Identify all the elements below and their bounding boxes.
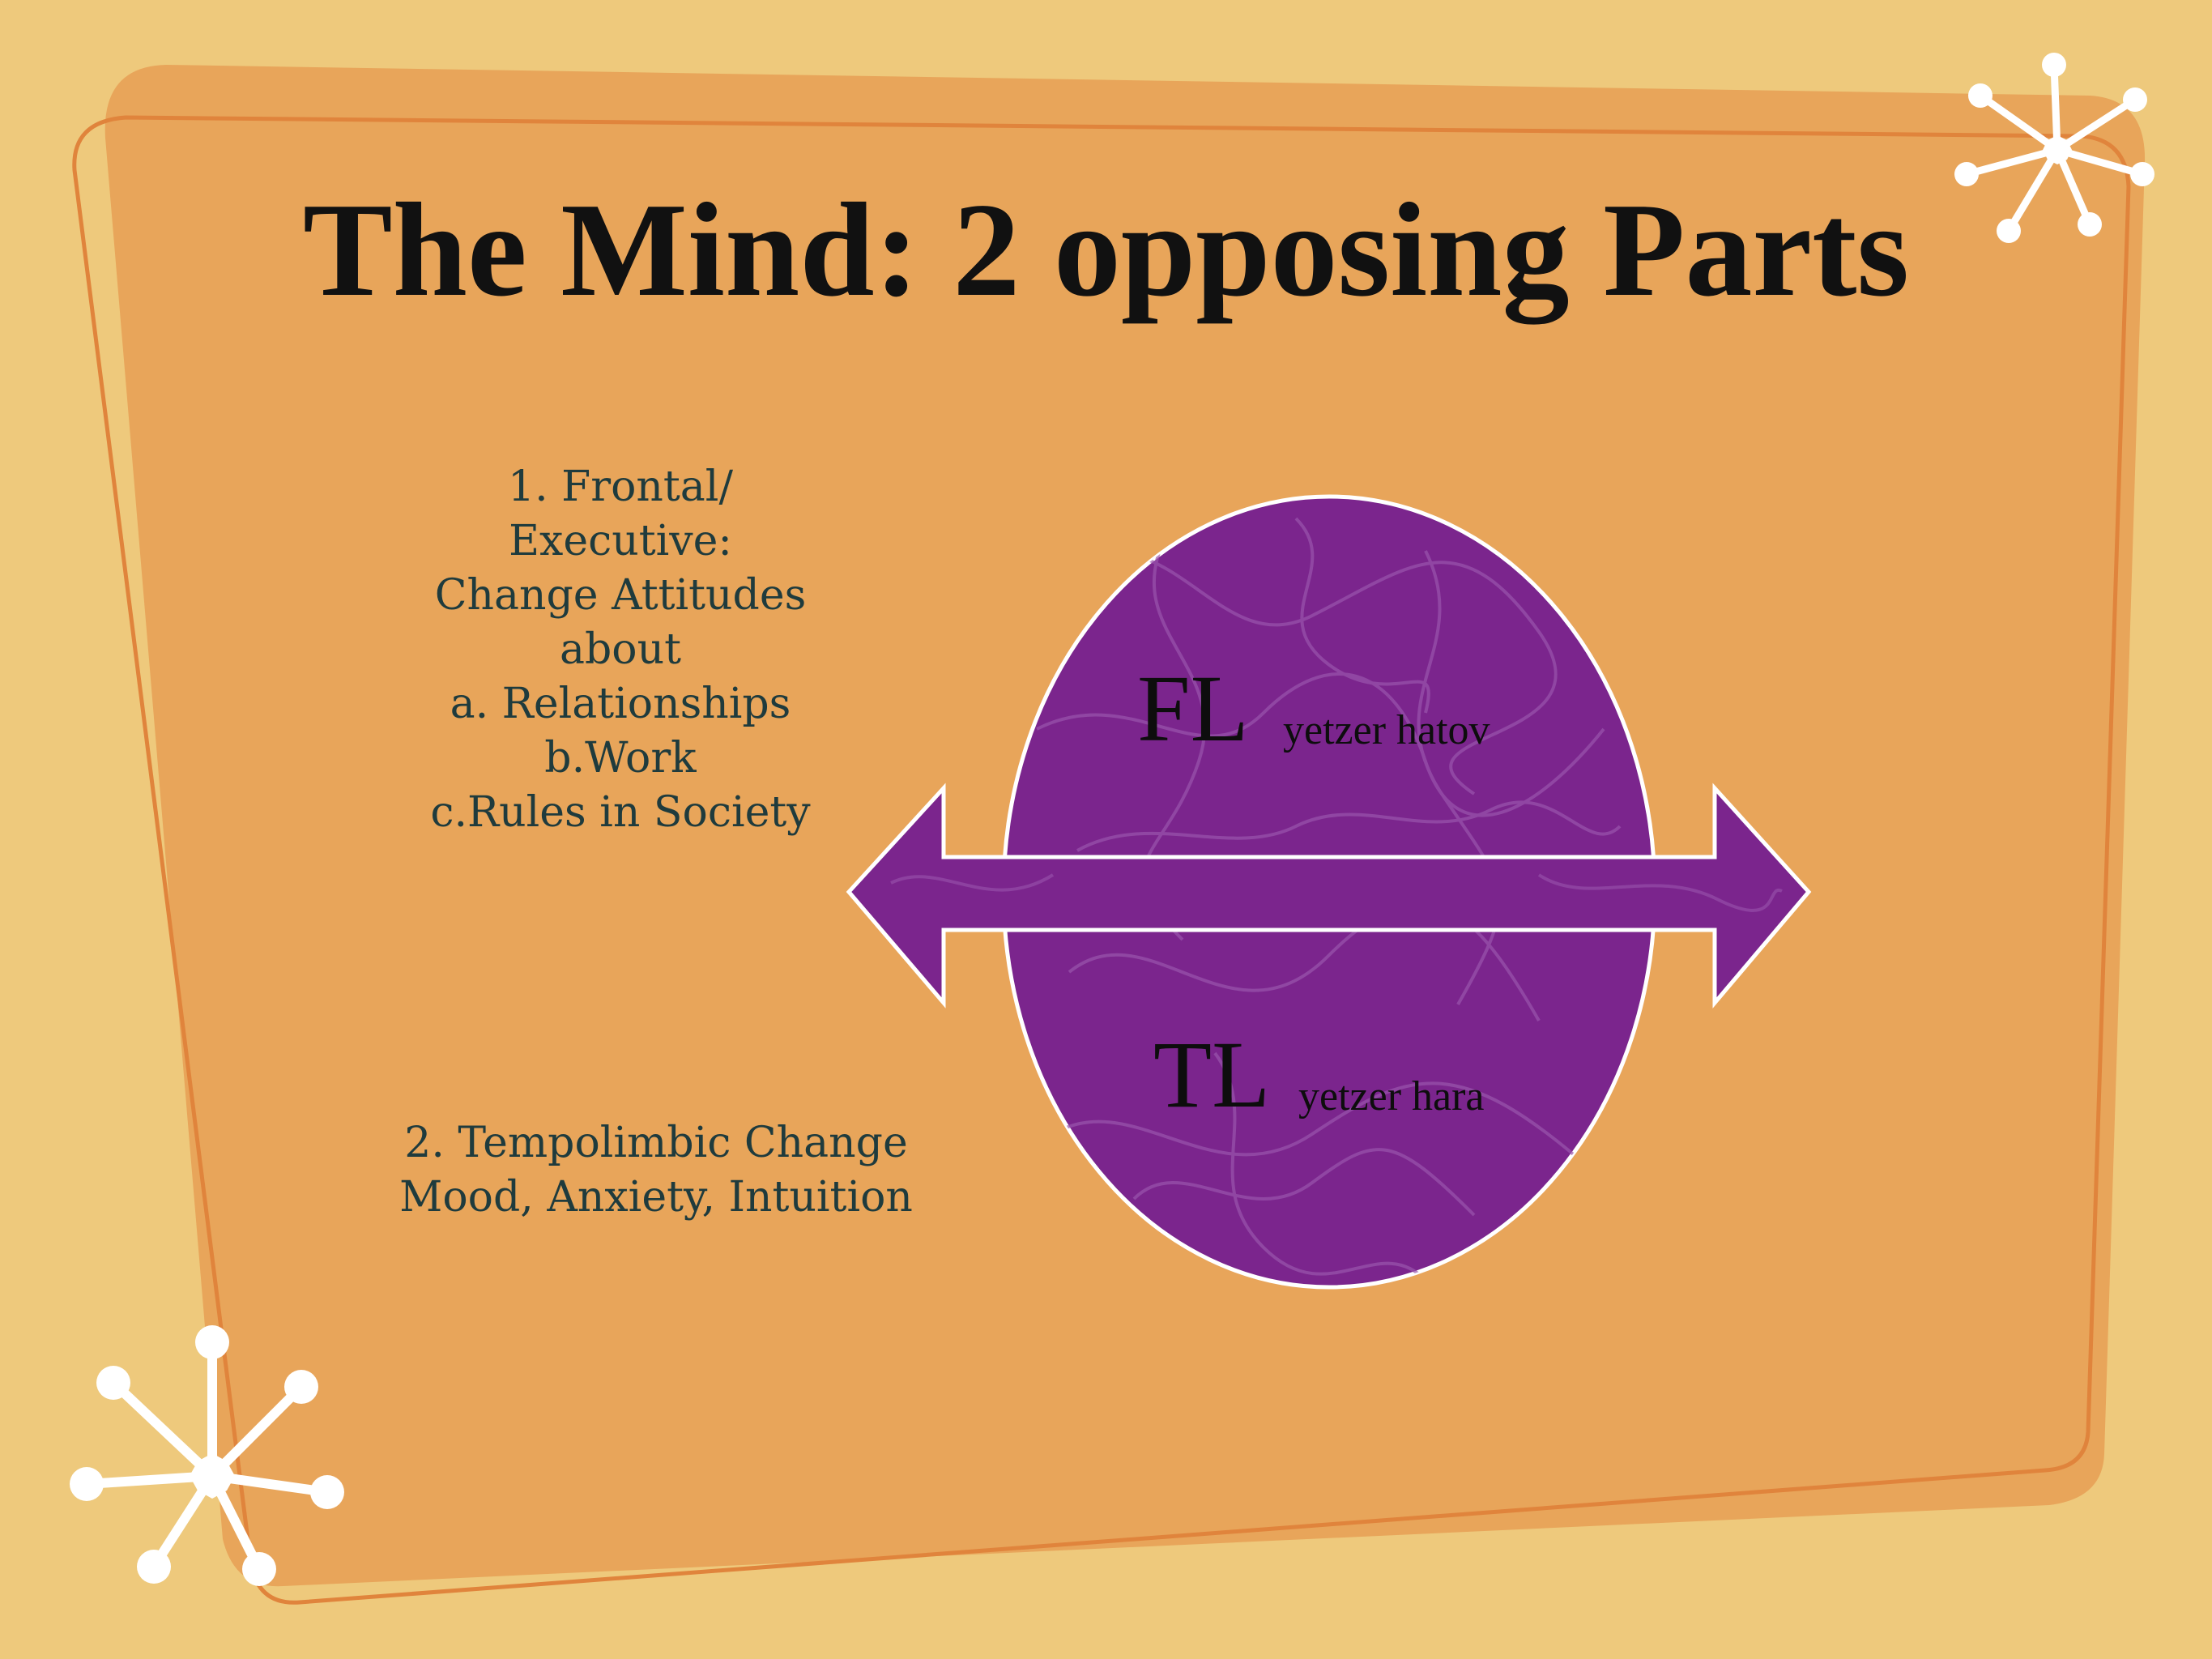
frontal-line: b.Work <box>544 734 697 783</box>
frontal-line: 1. Frontal/ <box>508 463 733 511</box>
frontal-line: c.Rules in Society <box>430 788 811 837</box>
double-arrow <box>846 783 1812 1009</box>
starburst-icon <box>1954 53 2154 243</box>
frontal-description: 1. Frontal/ Executive: Change Attitudes … <box>377 460 863 840</box>
tempolimbic-line: 2. Tempolimbic Change <box>404 1119 908 1167</box>
starburst-icon <box>70 1325 344 1586</box>
fl-description: yetzer hatov <box>1283 707 1490 753</box>
tl-description: yetzer hara <box>1298 1073 1485 1120</box>
frontal-line: a. Relationships <box>450 680 791 728</box>
tempolimbic-line: Mood, Anxiety, Intuition <box>399 1173 913 1222</box>
arrow-texture <box>890 873 1783 912</box>
frontal-line: Change Attitudes <box>434 571 807 620</box>
page-title: The Mind: 2 opposing Parts <box>302 175 1910 324</box>
tl-label: TL <box>1153 1021 1271 1128</box>
frontal-line: about <box>560 625 681 674</box>
frontal-line: Executive: <box>509 517 732 565</box>
panel-outline <box>72 115 2131 1605</box>
fl-label: FL <box>1137 655 1249 761</box>
tempolimbic-description: 2. Tempolimbic Change Mood, Anxiety, Int… <box>348 1116 964 1225</box>
